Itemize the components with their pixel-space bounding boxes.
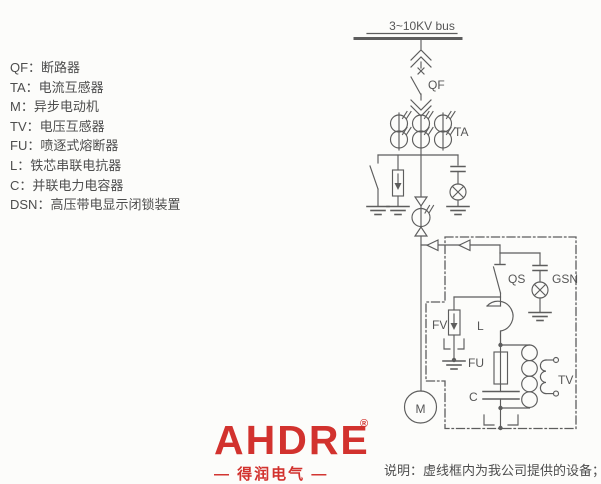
capacitor-c: C	[469, 390, 520, 431]
tv-label: TV	[558, 373, 573, 387]
legend: QF：断路器 TA：电流互感器 M：异步电动机 TV：电压互感器 FU：喷逐式熔…	[10, 58, 180, 215]
ground-icon	[442, 360, 466, 370]
ground-icon	[366, 205, 390, 216]
reactor-l: L	[477, 292, 514, 348]
fu-label: FU	[468, 356, 484, 370]
drawout-contact-icon	[410, 49, 432, 68]
motor-m: M	[403, 390, 438, 424]
circuit-breaker-qf: QF	[410, 67, 445, 95]
legend-item: DSN：高压带电显示闭锁装置	[10, 197, 181, 213]
enclosure-dashed-box	[425, 236, 577, 430]
registered-mark-icon: ®	[360, 418, 369, 430]
ground-icon	[386, 205, 410, 216]
legend-item: TA：电流互感器	[10, 79, 104, 95]
legend-item: L：铁芯串联电抗器	[10, 157, 122, 173]
brand-text: AHDRE	[214, 417, 370, 463]
footer-note: 说明：虚线框内为我公司提供的设备；	[384, 463, 601, 478]
terminal-bracket-icon	[483, 414, 519, 426]
fuse-fu: FU	[468, 330, 509, 393]
legend-item: M：异步电动机	[10, 99, 99, 115]
brand-subtext: — 得润电气 —	[214, 466, 329, 483]
bus-label: 3~10KV bus	[389, 19, 455, 33]
gsn-label: GSN	[552, 272, 578, 286]
surge-arrester	[386, 154, 410, 216]
ground-icon	[528, 311, 552, 322]
ground-icon	[446, 205, 470, 216]
bus-bar: 3~10KV bus	[353, 19, 463, 40]
drawout-contact-icon	[410, 99, 432, 117]
zero-sequence-ct	[411, 196, 435, 237]
gsn-indicator: GSN	[528, 252, 578, 322]
voltage-transformer-tv: TV	[499, 344, 573, 409]
terminal-bracket-icon	[443, 338, 465, 350]
c-label: C	[469, 390, 478, 404]
legend-item: FU：喷逐式熔断器	[10, 138, 119, 154]
qf-label: QF	[428, 78, 445, 92]
legend-item: C：并联电力电容器	[10, 177, 124, 193]
current-transformer-ta: TA	[389, 110, 468, 151]
disconnector-qs: QS	[492, 252, 525, 294]
brand-logo: AHDRE ® — 得润电气 —	[214, 417, 370, 484]
ta-label: TA	[454, 125, 468, 139]
dsn-indicator	[446, 154, 470, 216]
legend-item: QF：断路器	[10, 60, 81, 75]
l-label: L	[477, 319, 484, 333]
earthing-switch	[366, 154, 390, 216]
qs-label: QS	[508, 272, 525, 286]
fv-label: FV	[432, 318, 447, 332]
legend-item: TV：电压互感器	[10, 118, 105, 134]
arrester-fv: FV	[432, 296, 502, 370]
m-label: M	[416, 402, 426, 416]
plug-connector-line	[420, 239, 541, 254]
